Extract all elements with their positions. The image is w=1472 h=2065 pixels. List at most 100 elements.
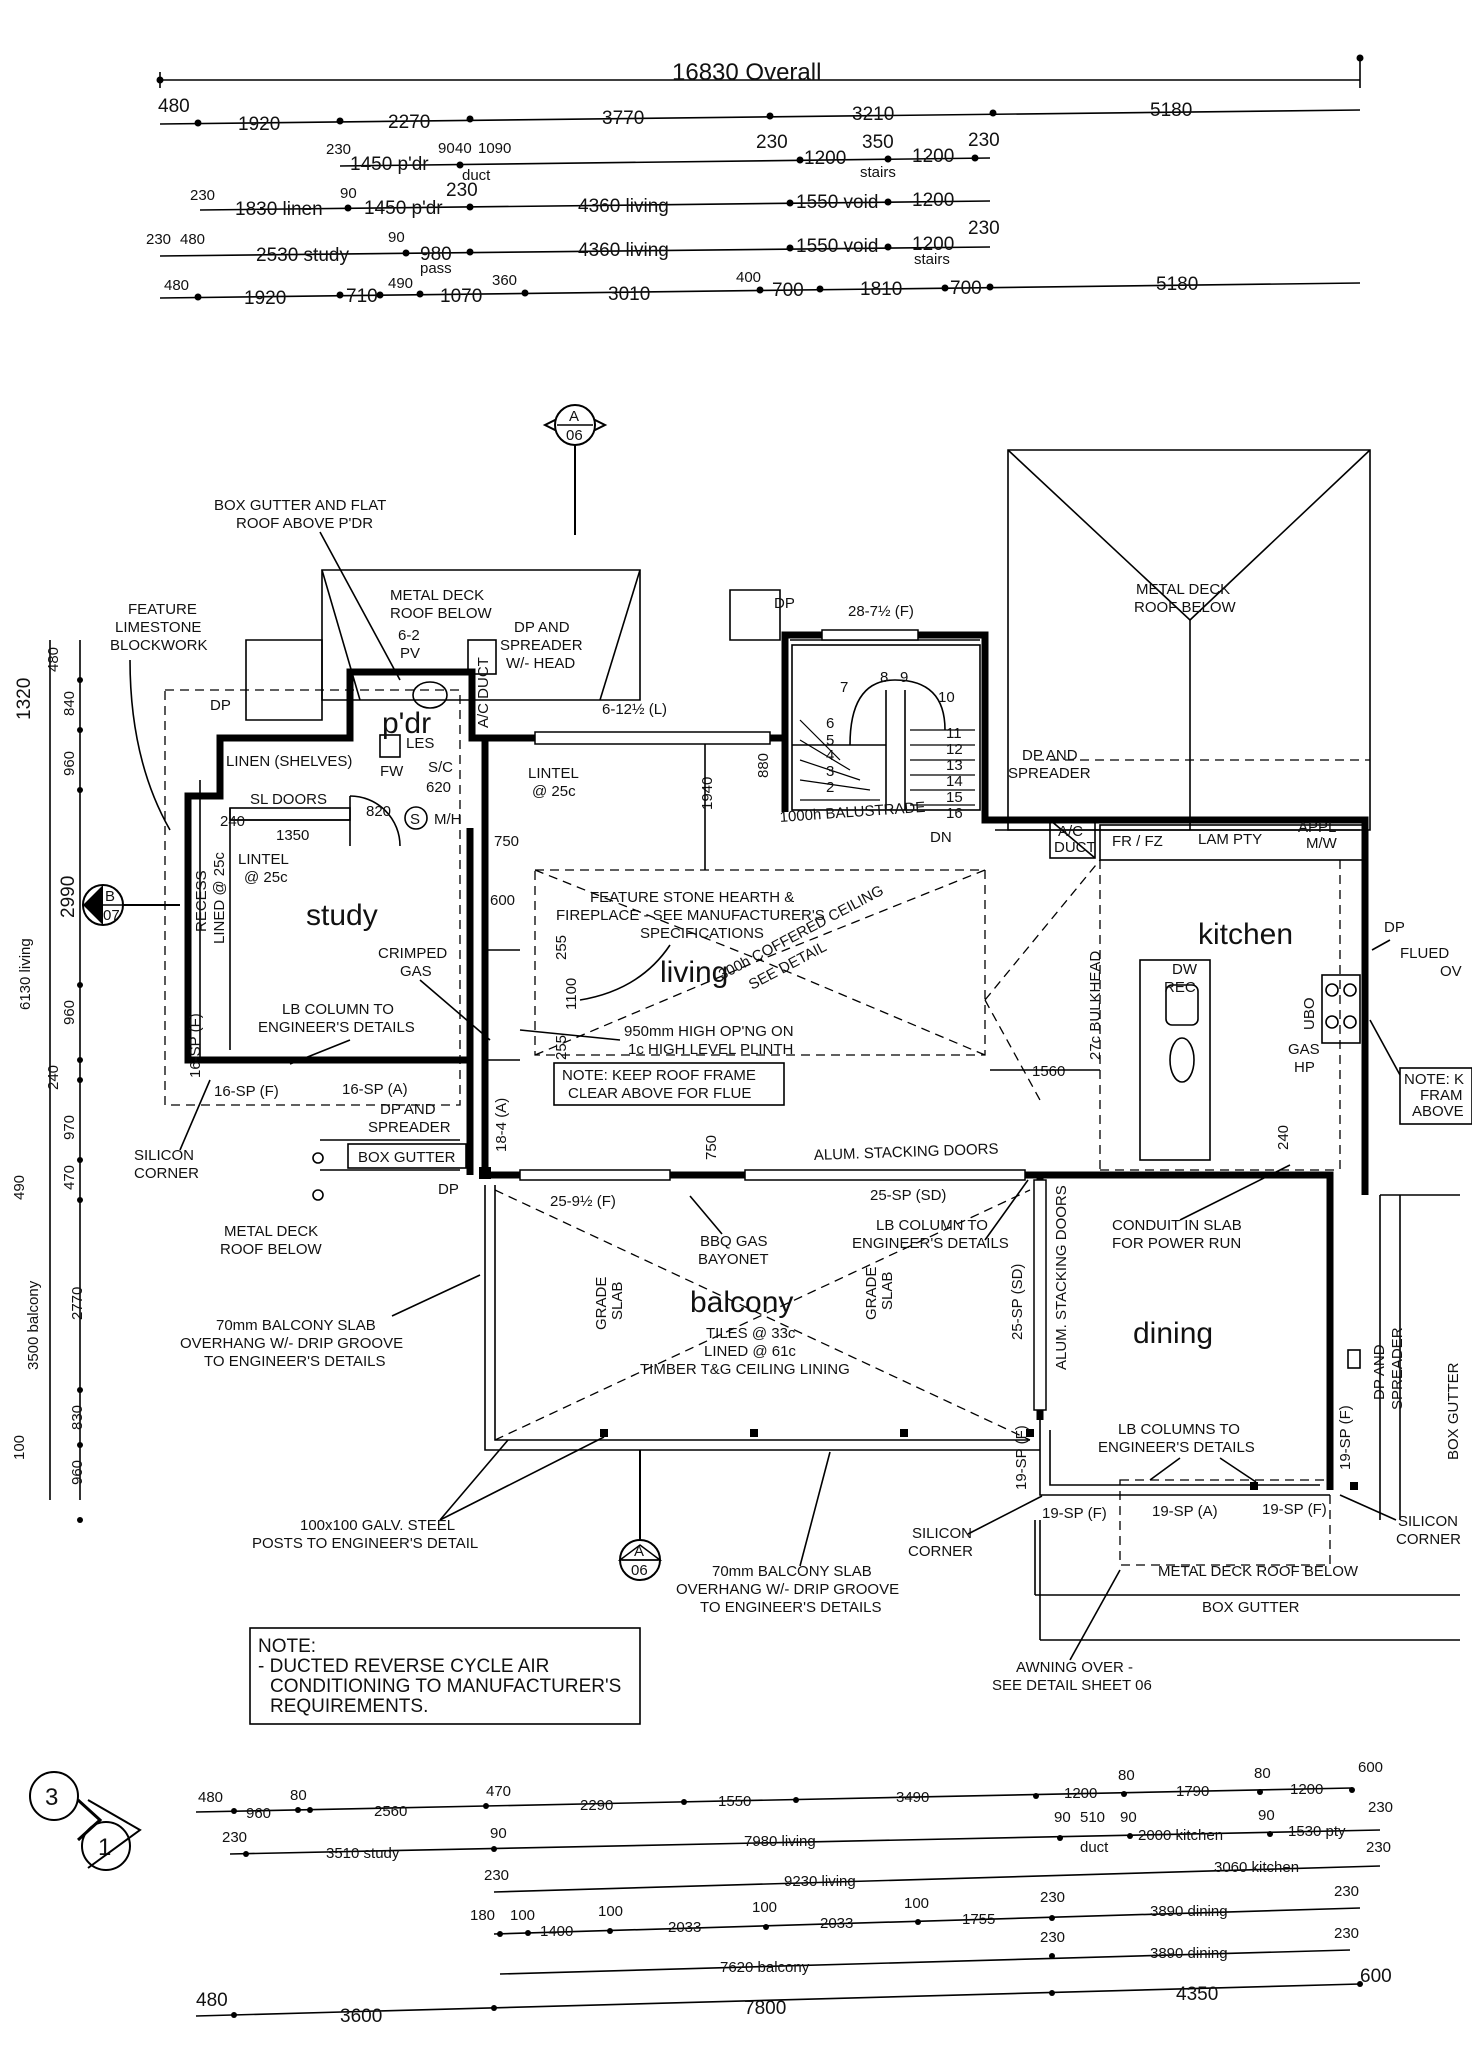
svg-text:10: 10 xyxy=(938,689,955,706)
svg-text:100x100 GALV. STEEL: 100x100 GALV. STEEL xyxy=(300,1517,455,1534)
svg-text:7800: 7800 xyxy=(744,1998,786,2019)
svg-text:LES: LES xyxy=(406,735,434,752)
roof-outlines xyxy=(164,449,1460,1641)
svg-text:FRAM: FRAM xyxy=(1420,1087,1463,1104)
svg-text:DP AND: DP AND xyxy=(1022,747,1078,764)
svg-text:REC: REC xyxy=(1164,979,1196,996)
dim: 90 xyxy=(388,229,405,246)
svg-text:2000 kitchen: 2000 kitchen xyxy=(1138,1827,1223,1844)
svg-text:FOR POWER RUN: FOR POWER RUN xyxy=(1112,1235,1241,1252)
svg-text:255: 255 xyxy=(553,935,570,960)
dim: 230 xyxy=(968,218,1000,239)
dim: 1070 xyxy=(440,286,482,307)
svg-text:230: 230 xyxy=(1040,1889,1065,1906)
svg-text:ALUM. STACKING DOORS: ALUM. STACKING DOORS xyxy=(814,1141,999,1164)
svg-text:06: 06 xyxy=(631,1562,648,1579)
svg-text:duct: duct xyxy=(1080,1839,1109,1856)
svg-text:90: 90 xyxy=(1258,1807,1275,1824)
dim: 2530 study xyxy=(256,245,349,266)
svg-text:A: A xyxy=(634,1543,644,1560)
svg-text:LINTEL: LINTEL xyxy=(528,765,579,782)
cooktop-icon xyxy=(1321,974,1361,1044)
dim: 4360 living xyxy=(578,196,669,217)
svg-text:13: 13 xyxy=(946,757,963,774)
walls xyxy=(184,631,1369,1490)
svg-text:16-SP (F): 16-SP (F) xyxy=(214,1083,279,1100)
svg-text:LB COLUMNS TO: LB COLUMNS TO xyxy=(1118,1421,1240,1438)
svg-text:OVERHANG W/- DRIP GROOVE: OVERHANG W/- DRIP GROOVE xyxy=(180,1335,403,1352)
svg-text:GAS: GAS xyxy=(1288,1041,1320,1058)
svg-text:LIMESTONE: LIMESTONE xyxy=(115,619,201,636)
svg-text:BAYONET: BAYONET xyxy=(698,1251,769,1268)
svg-text:DUCT: DUCT xyxy=(1054,839,1096,856)
kitchen-fixtures xyxy=(984,819,1366,1171)
svg-text:2033: 2033 xyxy=(668,1919,701,1936)
svg-text:16-SP (A): 16-SP (A) xyxy=(342,1081,408,1098)
svg-text:1790: 1790 xyxy=(1176,1783,1209,1800)
svg-text:W/- HEAD: W/- HEAD xyxy=(506,655,575,672)
svg-text:ROOF BELOW: ROOF BELOW xyxy=(390,605,493,622)
svg-text:LAM PTY: LAM PTY xyxy=(1198,831,1262,848)
toilet-icon xyxy=(379,734,401,758)
svg-text:07: 07 xyxy=(103,907,120,924)
svg-text:100: 100 xyxy=(510,1907,535,1924)
svg-text:FLUED: FLUED xyxy=(1400,945,1449,962)
bottom-dimensions: 480 960 80 2560 470 2290 1550 3490 1200 … xyxy=(195,1759,1393,2027)
svg-text:230: 230 xyxy=(1334,1883,1359,1900)
svg-text:BOX GUTTER: BOX GUTTER xyxy=(1445,1362,1462,1460)
svg-text:CORNER: CORNER xyxy=(908,1543,973,1560)
posts xyxy=(479,1167,1358,1490)
svg-text:600: 600 xyxy=(1360,1966,1392,1987)
svg-text:GRADE: GRADE xyxy=(593,1277,610,1330)
dim: 230 xyxy=(446,180,478,201)
svg-text:GRADE: GRADE xyxy=(863,1267,880,1320)
svg-text:9: 9 xyxy=(900,669,908,686)
svg-text:19-SP (A): 19-SP (A) xyxy=(1152,1503,1218,1520)
svg-text:80: 80 xyxy=(1118,1767,1135,1784)
svg-text:620: 620 xyxy=(426,779,451,796)
svg-text:SILICON: SILICON xyxy=(912,1525,972,1542)
dim: 1550 void xyxy=(796,236,878,257)
svg-text:ALUM. STACKING DOORS: ALUM. STACKING DOORS xyxy=(1053,1185,1070,1370)
sink-icon xyxy=(1165,984,1199,1026)
dim: 960 xyxy=(61,751,78,776)
svg-text:OVERHANG W/- DRIP GROOVE: OVERHANG W/- DRIP GROOVE xyxy=(676,1581,899,1598)
svg-text:LB COLUMN TO: LB COLUMN TO xyxy=(282,1001,394,1018)
svg-text:NOTE:: NOTE: xyxy=(258,1636,316,1657)
svg-text:FEATURE: FEATURE xyxy=(128,601,197,618)
dim: 230 xyxy=(146,231,171,248)
svg-text:7980 living: 7980 living xyxy=(744,1833,816,1850)
top-dimensions: 16830 Overall 480 1920 2270 3770 3210 51… xyxy=(146,54,1364,309)
svg-text:230: 230 xyxy=(1366,1839,1391,1856)
svg-text:3: 3 xyxy=(826,763,834,780)
svg-text:880: 880 xyxy=(755,753,772,778)
dim: 1810 xyxy=(860,279,902,300)
svg-text:SPREADER: SPREADER xyxy=(500,637,583,654)
svg-text:@ 25c: @ 25c xyxy=(244,869,288,886)
svg-text:M/W: M/W xyxy=(1306,835,1338,852)
svg-text:6-2: 6-2 xyxy=(398,627,420,644)
svg-text:480: 480 xyxy=(198,1789,223,1806)
svg-text:90: 90 xyxy=(1054,1809,1071,1826)
balcony-outline xyxy=(484,1185,1460,1596)
dim: 700 xyxy=(772,280,804,301)
svg-text:9230 living: 9230 living xyxy=(784,1873,856,1890)
svg-text:750: 750 xyxy=(494,833,519,850)
svg-text:ROOF BELOW: ROOF BELOW xyxy=(220,1241,323,1258)
svg-text:LINED @ 61c: LINED @ 61c xyxy=(704,1343,796,1360)
dim: 6130 living xyxy=(17,938,34,1010)
room-living: living xyxy=(660,956,728,989)
dim: stairs xyxy=(860,164,896,181)
dim: 3010 xyxy=(608,284,650,305)
svg-text:27c BULKHEAD: 27c BULKHEAD xyxy=(1087,951,1104,1060)
dim: 970 xyxy=(61,1115,78,1140)
basin-icon xyxy=(412,681,448,709)
svg-text:3490: 3490 xyxy=(896,1789,929,1806)
dim: duct xyxy=(462,167,491,184)
dim: 3500 balcony xyxy=(25,1280,42,1370)
svg-text:11: 11 xyxy=(946,725,962,742)
svg-text:DW: DW xyxy=(1172,961,1198,978)
dim: 3210 xyxy=(852,104,894,125)
svg-text:SPREADER: SPREADER xyxy=(1008,765,1091,782)
